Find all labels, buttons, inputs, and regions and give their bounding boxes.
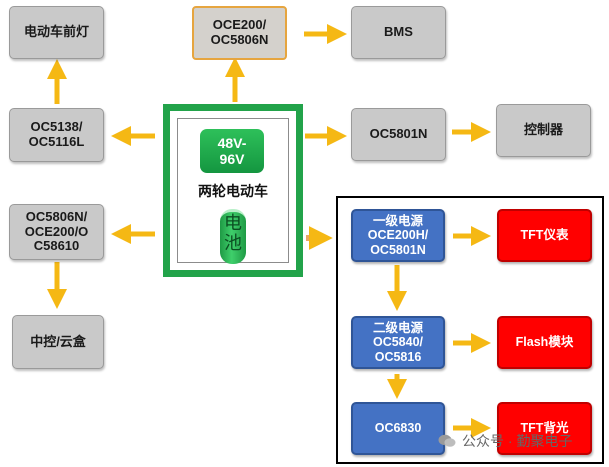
flash-module-box: Flash模块 [497,316,592,369]
oce200-top-box: OCE200/ OC5806N [192,6,287,60]
controller-label: 控制器 [523,122,563,138]
stage1-power-label: 一级电源 OCE200H/ OC5801N [367,213,429,257]
oc5806n-left-label: OC5806N/ OCE200/O C58610 [24,208,89,254]
tft-backlight-box: TFT背光 [497,402,592,455]
tft-backlight-label: TFT背光 [520,421,569,436]
tft-meter-box: TFT仪表 [497,209,592,262]
stage2-power-box: 二级电源 OC5840/ OC5816 [351,316,445,369]
central-console-box: 中控/云盒 [12,315,104,369]
watermark-text: 公众号 · 勤聚电子 [462,433,573,449]
stage2-power-label: 二级电源 OC5840/ OC5816 [372,320,424,364]
controller-box: 控制器 [496,104,591,157]
oc6830-label: OC6830 [374,421,422,436]
oc6830-box: OC6830 [351,402,445,455]
watermark: 公众号 · 勤聚电子 [438,431,572,451]
front-light-box: 电动车前灯 [9,6,104,59]
oc5138-label: OC5138/ OC5116L [28,119,85,149]
vehicle-frame: 48V- 96V 两轮电动车 电 池 [163,104,303,277]
central-console-label: 中控/云盒 [30,333,86,349]
oc5138-box: OC5138/ OC5116L [9,108,104,162]
voltage-badge: 48V- 96V [200,129,264,173]
battery-label: 电 池 [224,213,242,253]
power-supply-block [336,196,604,464]
tft-meter-label: TFT仪表 [520,228,569,243]
stage1-power-box: 一级电源 OCE200H/ OC5801N [351,209,445,262]
front-light-label: 电动车前灯 [23,24,89,40]
oc5801n-label: OC5801N [369,126,428,142]
vehicle-label: 两轮电动车 [198,183,268,199]
wechat-icon [438,434,456,447]
battery-icon: 电 池 [220,209,246,264]
flash-module-label: Flash模块 [515,335,574,350]
bms-box: BMS [351,6,446,59]
oc5806n-left-box: OC5806N/ OCE200/O C58610 [9,204,104,260]
oc5801n-box: OC5801N [351,108,446,161]
bms-label: BMS [384,24,413,40]
oce200-top-label: OCE200/ OC5806N [210,17,269,47]
